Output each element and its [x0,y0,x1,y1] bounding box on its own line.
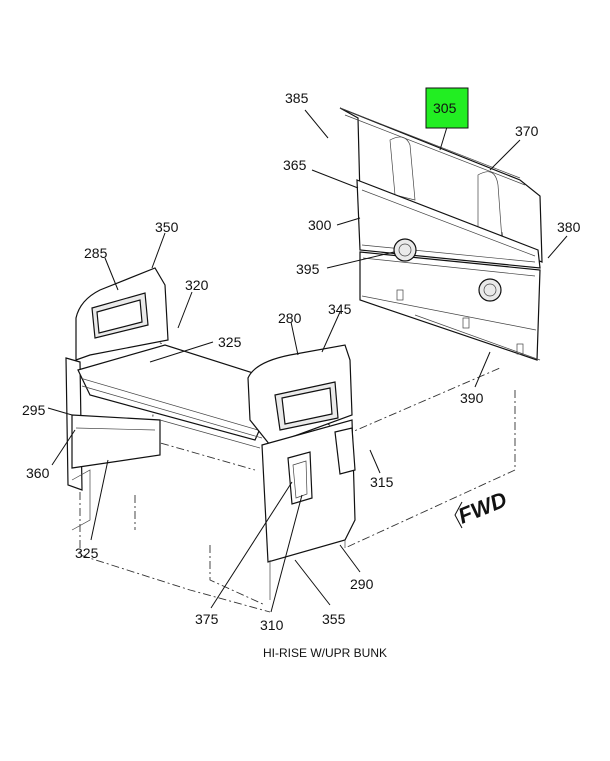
callout-285: 285 [84,245,108,261]
callout-labels: 385 305 370 365 300 380 395 390 350 285 … [22,90,581,633]
callout-310: 310 [260,617,284,633]
callout-370: 370 [515,123,539,139]
callout-350: 350 [155,219,179,235]
callout-320: 320 [185,277,209,293]
callout-355: 355 [322,611,346,627]
callout-295: 295 [22,402,46,418]
callout-360: 360 [26,465,50,481]
callout-375: 375 [195,611,219,627]
callout-385: 385 [285,90,309,106]
callout-325-upper: 325 [218,334,242,350]
highlight-box-305 [425,87,469,129]
callout-390: 390 [460,390,484,406]
callout-300: 300 [308,217,332,233]
callout-290: 290 [350,576,374,592]
callout-325-lower: 325 [75,545,99,561]
callout-380: 380 [557,219,581,235]
callout-280: 280 [278,310,302,326]
diagram-caption: HI-RISE W/UPR BUNK [263,646,387,660]
callout-365: 365 [283,157,307,173]
callout-395: 395 [296,261,320,277]
right-side-wall [247,344,356,600]
callout-305: 305 [433,100,457,116]
callout-345: 345 [328,301,352,317]
back-wall-lower-panel [359,238,541,361]
callout-315: 315 [370,474,394,490]
door-handle-assembly [287,427,356,505]
left-side-wall [65,267,169,531]
fwd-label: FWD [455,487,511,529]
leader-lines [47,109,568,613]
fwd-arrow-icon: FWD [454,487,511,529]
